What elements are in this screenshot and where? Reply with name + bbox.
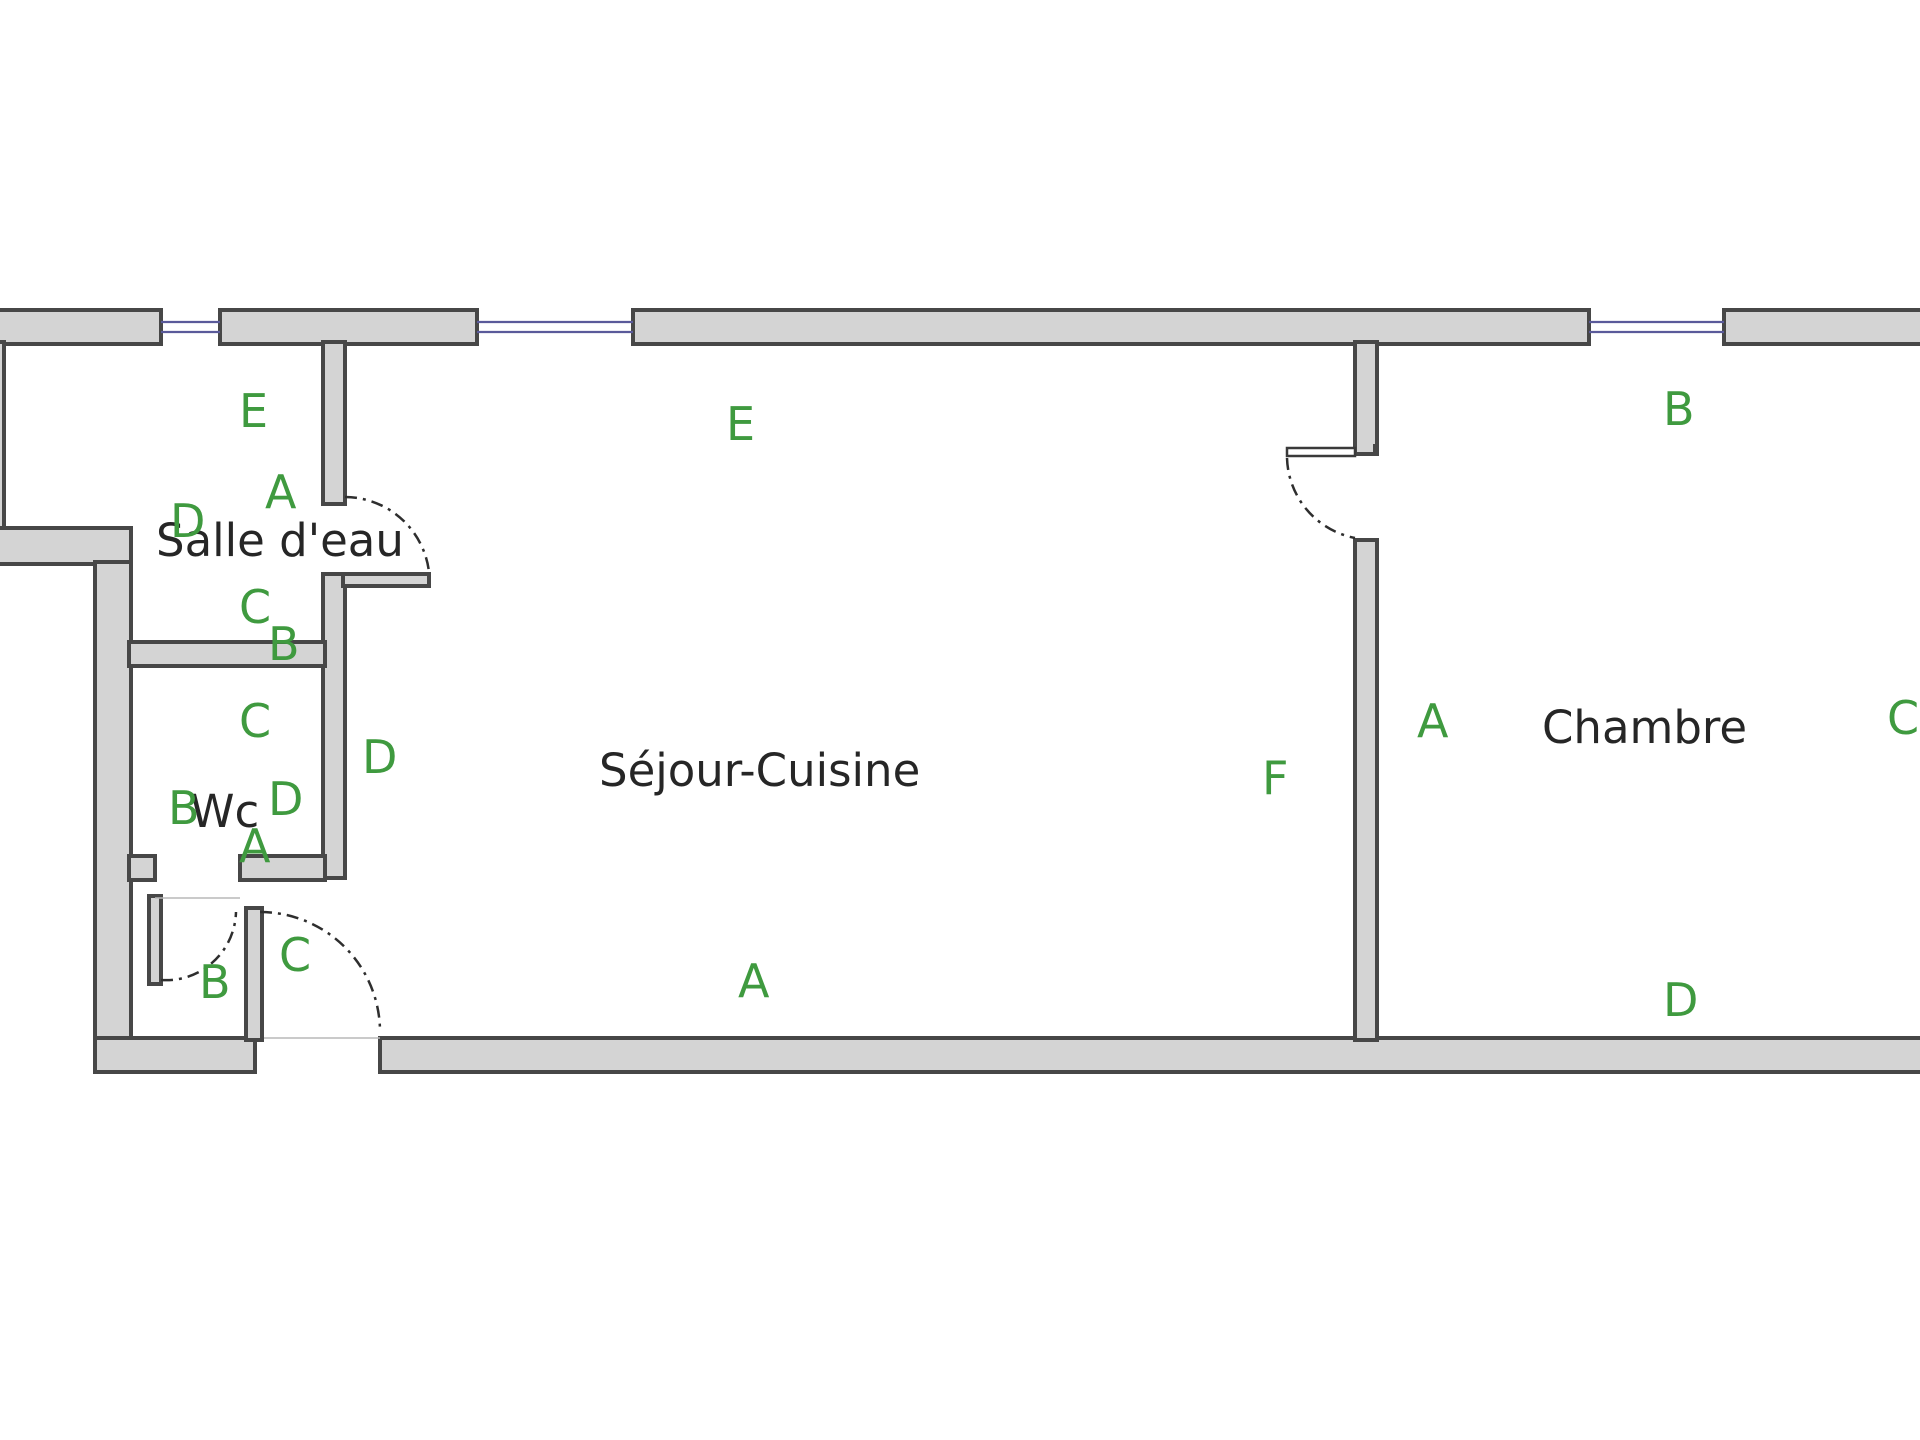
window	[477, 320, 633, 334]
salle-deau-divider	[321, 340, 347, 506]
top-wall-segment	[1722, 308, 1920, 346]
room-label-wc: Wc	[190, 785, 259, 838]
bedroom-door	[1285, 446, 1357, 540]
window	[161, 320, 220, 334]
left-wall	[93, 560, 133, 1074]
bedroom-wall-stub	[1373, 444, 1379, 456]
closet-door-panel	[147, 894, 163, 986]
wall-letter-sejour-f: F	[1262, 751, 1288, 805]
wall-letter-entry-c: C	[279, 928, 311, 982]
salle-deau-divider	[321, 572, 347, 880]
wc-front-wall	[238, 854, 327, 882]
wall-letter-salle-deau-c: C	[239, 580, 271, 634]
wc-front-wall	[127, 854, 157, 882]
wall-letter-chambre-c: C	[1887, 691, 1919, 745]
room-label-salle-deau: Salle d'eau	[156, 514, 404, 567]
left-wall-step	[0, 526, 133, 566]
bottom-wall-segment	[378, 1036, 1920, 1074]
wall-letter-entry-b: B	[199, 955, 231, 1009]
top-wall-segment	[218, 308, 479, 346]
wall-letter-wc-c: C	[239, 694, 271, 748]
bedroom-wall	[1353, 538, 1379, 1042]
wall-letter-wc-d: D	[268, 772, 303, 826]
top-wall-segment	[631, 308, 1591, 346]
wall-letter-salle-deau-e: E	[239, 384, 268, 438]
wall-letter-sejour-e: E	[726, 397, 755, 451]
room-label-sejour: Séjour-Cuisine	[599, 744, 920, 797]
wall-letter-chambre-a: A	[1417, 694, 1449, 748]
entry-door	[259, 910, 382, 1031]
closet-wall	[244, 906, 264, 1042]
bottom-wall-segment	[93, 1036, 257, 1074]
top-wall-segment	[0, 308, 163, 346]
room-label-chambre: Chambre	[1542, 701, 1747, 754]
wall-letter-wc-a: A	[239, 819, 271, 873]
salle-deau-wc-divider	[127, 640, 327, 668]
bedroom-wall	[1353, 340, 1379, 456]
wall-letter-sejour-a: A	[738, 954, 770, 1008]
wall-letter-salle-deau-b: B	[268, 617, 300, 671]
salle-deau-door-jamb	[341, 572, 431, 588]
left-wall	[0, 340, 6, 530]
wall-letter-chambre-b: B	[1663, 382, 1695, 436]
wall-letter-wc-b: B	[168, 781, 200, 835]
wall-letter-sejour-d: D	[362, 730, 397, 784]
wall-letter-chambre-d: D	[1663, 973, 1698, 1027]
wall-letter-salle-deau-d: D	[170, 494, 205, 548]
wc-door	[160, 911, 238, 982]
salle-deau-door	[344, 495, 431, 573]
window	[1589, 320, 1724, 334]
wall-letter-salle-deau-a: A	[265, 465, 297, 519]
